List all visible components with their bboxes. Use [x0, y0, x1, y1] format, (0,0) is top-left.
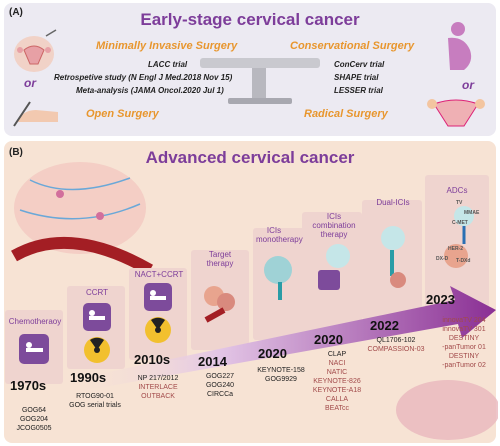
- adc-label-tv: TV: [456, 200, 463, 206]
- timeline-arrow: [70, 286, 496, 392]
- year-2020-b: 2020: [314, 332, 343, 347]
- trial-item: GOG serial trials: [69, 402, 121, 409]
- trial-item: NACI: [328, 360, 346, 367]
- adc-label-dxd: DX-D: [436, 256, 449, 262]
- trial-item: innovaTV 204: [442, 317, 486, 324]
- antibody-icon-1: [264, 256, 292, 300]
- trial-item: GOG9929: [265, 376, 297, 383]
- col6-head: ICIs combination therapy: [312, 212, 356, 239]
- trial-item: BEATcc: [325, 405, 349, 412]
- trial-item: CLAP: [327, 351, 347, 358]
- trial-shape: SHAPE trial: [334, 73, 379, 82]
- year-2020-a: 2020: [258, 346, 287, 361]
- hospital-bed-icon-1: [19, 334, 49, 364]
- tumor-bottom-illustration: [396, 380, 498, 440]
- trial-lesser: LESSER trial: [334, 86, 383, 95]
- trial-concerv: ConCerv trial: [334, 60, 385, 69]
- trial-item: GOG64: [21, 407, 47, 414]
- antibody-icon-2: [318, 244, 350, 290]
- panel-a: [4, 3, 496, 136]
- or-left-label: or: [24, 76, 36, 90]
- trial-item: -panTumor 01: [442, 344, 486, 351]
- trial-item: CIRCCa: [206, 391, 234, 398]
- operating-table-icon: [200, 58, 320, 104]
- trial-item: -panTumor 02: [442, 362, 486, 369]
- trial-item: RTOG90-01: [76, 393, 114, 400]
- panel-b-label: (B): [9, 147, 23, 158]
- trial-item: INTERLACE: [138, 384, 178, 391]
- adc-label-mmae: MMAE: [464, 210, 480, 216]
- panel-a-label: (A): [9, 7, 23, 18]
- uterus-right-icon: [427, 99, 485, 127]
- trial-item: NATIC: [326, 369, 348, 376]
- year-1990s: 1990s: [70, 370, 107, 385]
- radical-surgery-label: Radical Surgery: [304, 108, 388, 120]
- trial-item: CALLA: [325, 396, 349, 403]
- col7-head: Dual-ICIs: [376, 198, 410, 207]
- panel-a-title: Early-stage cervical cancer: [140, 10, 360, 29]
- col8-head: ADCs: [446, 186, 468, 195]
- hospital-bed-icon-2: [83, 303, 111, 331]
- adc-label-cmet: C-MET: [452, 220, 468, 226]
- trial-item: NP 217/2012: [137, 375, 179, 382]
- trial-item: KEYNOTE-158: [257, 367, 305, 374]
- col2-head: CCRT: [85, 288, 109, 297]
- adc-label-her2: HER-2: [448, 246, 464, 252]
- trial-item: innovaTV 301: [442, 326, 486, 333]
- year-1970s: 1970s: [10, 378, 47, 393]
- antibody-icon-3: [381, 226, 406, 288]
- col4-head: Target therapy: [206, 250, 234, 268]
- tumor-vessels-illustration: [11, 162, 153, 276]
- adc-illustration: [444, 206, 474, 268]
- trial-item: KEYNOTE-826: [313, 378, 361, 385]
- adc-label-tdxd: T-DXd: [456, 258, 471, 264]
- col5-head: ICIs monotherapy: [256, 226, 303, 244]
- year-2014: 2014: [198, 354, 227, 369]
- trial-item: COMPASSION-03: [367, 346, 425, 353]
- trial-item: GOG227: [205, 373, 234, 380]
- year-2022: 2022: [370, 318, 399, 333]
- trial-item: QL1706-102: [376, 337, 416, 344]
- uterus-left-icon: [14, 29, 57, 72]
- conservational-surgery-label: Conservational Surgery: [290, 40, 415, 52]
- or-right-label: or: [462, 78, 474, 92]
- pregnant-woman-icon: [448, 22, 472, 70]
- trial-item: JCOG0505: [16, 425, 52, 432]
- trial-meta-analysis: Meta-analysis (JAMA Oncol.2020 Jul 1): [76, 86, 224, 95]
- col3-head: NACT+CCRT: [134, 270, 184, 279]
- year-2010s: 2010s: [134, 352, 171, 367]
- tumor-cells-icon: [204, 286, 235, 323]
- trial-item: KEYNOTE-A18: [312, 387, 362, 394]
- radiation-icon-2: [145, 317, 171, 343]
- mis-label: Minimally Invasive Surgery: [96, 40, 238, 52]
- open-surgery-label: Open Surgery: [86, 108, 159, 120]
- year-2023: 2023: [426, 292, 455, 307]
- panel-b-title: Advanced cervical cancer: [145, 148, 355, 167]
- hand-scalpel-icon: [13, 101, 58, 127]
- trial-item: GOG204: [19, 416, 48, 423]
- col1-head: Chemotheraoy: [8, 317, 62, 326]
- trial-item: DESTINY: [448, 353, 480, 360]
- hospital-bed-icon-3: [144, 283, 172, 311]
- trial-lacc: LACC trial: [148, 60, 188, 69]
- trial-item: DESTINY: [448, 335, 480, 342]
- trial-item: GOG240: [205, 382, 234, 389]
- radiation-icon-1: [84, 337, 110, 363]
- trial-item: OUTBACK: [141, 393, 175, 400]
- trial-retrospective: Retrospetive study (N Engl J Med.2018 No…: [54, 73, 233, 82]
